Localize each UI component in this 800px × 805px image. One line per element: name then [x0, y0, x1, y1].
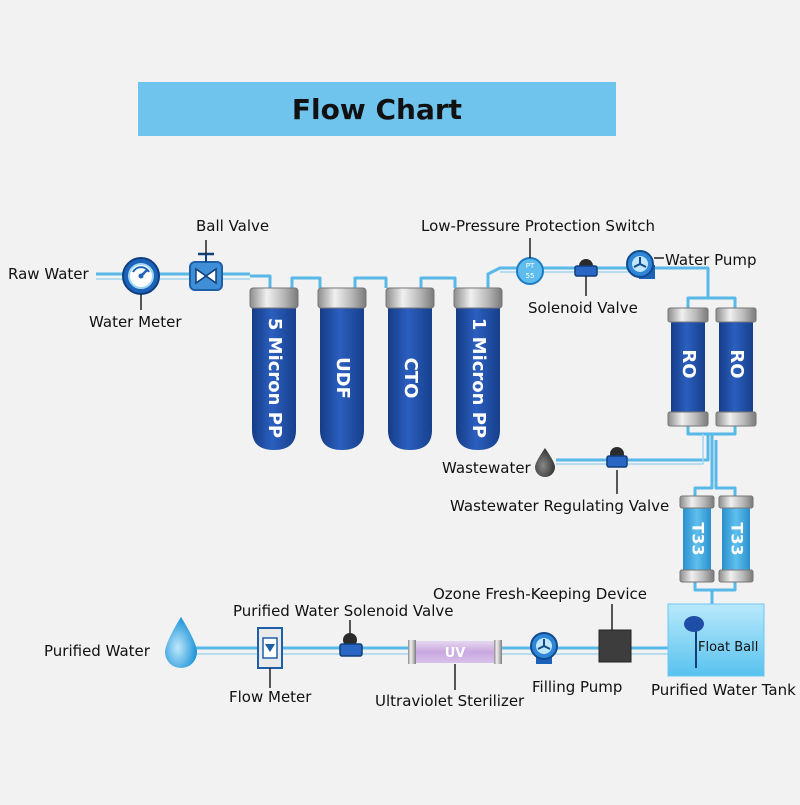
filter-label: 5 Micron PP [264, 318, 285, 438]
t33-filter: T33 [718, 495, 754, 583]
pt-label: PT [526, 262, 535, 270]
purified-water-tank-label: Purified Water Tank [651, 681, 796, 699]
pipe-pump-to-ro [660, 266, 710, 308]
wastewater-regulating-valve-icon [606, 447, 628, 494]
filter-housings: 5 Micron PP UDF CTO 1 Micron PP [249, 287, 503, 450]
filling-pump-label: Filling Pump [532, 678, 623, 696]
t33-filter: T33 [679, 495, 715, 583]
ro-label: RO [678, 349, 699, 378]
pipe-bridge-1 [290, 276, 322, 288]
pipe-wastewater [556, 434, 710, 462]
pipe-bridge-2 [353, 276, 388, 288]
flow-meter-label: Flow Meter [229, 688, 312, 706]
ball-valve-label: Ball Valve [196, 217, 270, 235]
ball-valve-icon [189, 252, 223, 291]
ro-membrane: RO [667, 307, 709, 427]
low-pressure-switch-label: Low-Pressure Protection Switch [421, 217, 656, 235]
title-bar: Flow Chart [138, 82, 616, 136]
water-pump-label: Water Pump [665, 251, 757, 269]
purified-solenoid-valve-label: Purified Water Solenoid Valve [233, 602, 454, 620]
ozone-device-icon [598, 604, 632, 663]
ozone-device-label: Ozone Fresh-Keeping Device [433, 585, 648, 603]
t33-label: T33 [689, 522, 708, 555]
solenoid-valve-label: Solenoid Valve [528, 299, 638, 317]
filter-label: UDF [332, 357, 353, 399]
filter-housing: 1 Micron PP [453, 287, 503, 450]
ro-membrane: RO [715, 307, 757, 427]
wastewater-drop-icon [535, 448, 555, 477]
ro-membranes: RO RO [667, 307, 757, 427]
uv-label: UV [445, 646, 466, 661]
solenoid-valve-icon [574, 259, 598, 277]
pipe-t33-to-tank [693, 580, 737, 592]
t33-filters: T33 T33 [679, 495, 754, 583]
filter-housing: CTO [385, 287, 435, 450]
ultraviolet-sterilizer-label: Ultraviolet Sterilizer [375, 692, 525, 710]
flow-meter-icon [257, 627, 283, 688]
ro-label: RO [726, 349, 747, 378]
filling-pump-icon [530, 632, 558, 664]
filter-label: CTO [400, 358, 421, 399]
wastewater-label: Wastewater [442, 459, 531, 477]
wastewater-regulating-valve-label: Wastewater Regulating Valve [450, 497, 670, 515]
purified-water-drop-icon [165, 617, 197, 668]
uv-sterilizer-icon: UV [408, 640, 502, 690]
purified-water-label: Purified Water [44, 642, 150, 660]
purified-solenoid-valve-icon [339, 620, 363, 657]
pipe-to-t33 [693, 440, 714, 496]
raw-water-label: Raw Water [8, 265, 89, 283]
low-pressure-switch-icon: PT 55 [516, 257, 544, 285]
t33-label: T33 [728, 522, 747, 555]
water-meter-label: Water Meter [89, 313, 182, 331]
pipe-bridge-3 [419, 276, 457, 288]
leader-lines [140, 238, 664, 310]
purified-water-tank [667, 603, 765, 677]
filter-label: 1 Micron PP [468, 318, 489, 438]
water-meter-icon [122, 257, 160, 295]
pt-value: 55 [526, 272, 535, 280]
pipe-to-filter-1 [250, 274, 272, 288]
float-ball-label: Float Ball [698, 640, 759, 655]
filter-housing: 5 Micron PP [249, 287, 299, 450]
filter-housing: UDF [317, 287, 367, 450]
page-title: Flow Chart [291, 92, 463, 126]
water-pump-icon [626, 250, 655, 279]
